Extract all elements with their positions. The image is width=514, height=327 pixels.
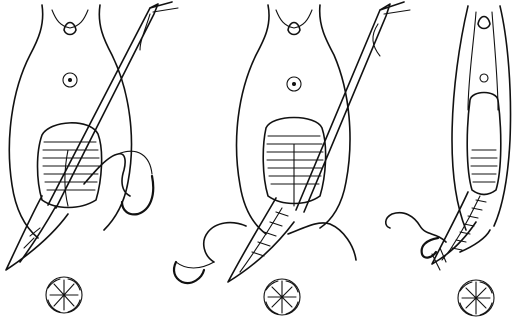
panel-step-1 [6,2,178,313]
needle-holder [296,2,410,212]
labia [452,6,511,230]
labia [9,5,131,238]
labia [237,5,350,234]
suture [84,14,152,196]
needle-holder [48,2,178,208]
suture [386,213,490,252]
urethral-orifice [478,17,490,83]
curved-needle [422,238,438,258]
urethral-orifice [287,23,301,92]
perineal-inset [46,277,82,313]
perineal-inset [458,280,494,316]
curved-needle [122,176,153,214]
sutured-perineum [432,192,486,270]
panel-step-2 [174,2,410,315]
perineal-inset [264,279,300,315]
vaginal-opening [467,93,501,195]
panel-step-3 [386,6,511,316]
curved-needle [174,262,204,283]
partially-sutured-perineum [228,198,294,282]
urethral-orifice [63,23,77,88]
